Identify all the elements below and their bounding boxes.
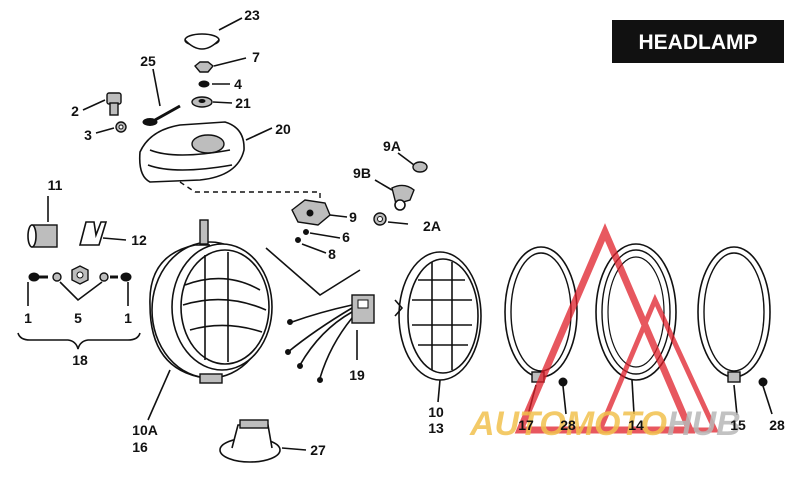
callout-11: 11 xyxy=(48,177,63,193)
watermark-logo xyxy=(514,223,719,434)
part-5-nut-set xyxy=(52,265,109,302)
callout-1-left: 1 xyxy=(24,310,32,326)
callout-21: 21 xyxy=(235,95,251,111)
bracket-18 xyxy=(17,332,141,350)
part-4-washer xyxy=(198,80,230,88)
callout-20: 20 xyxy=(275,121,291,137)
wiring-path-dashed xyxy=(179,181,321,202)
part-3-lockwasher xyxy=(95,121,127,134)
callout-13: 13 xyxy=(428,420,444,436)
part-27-switch xyxy=(219,419,307,463)
callout-14: 14 xyxy=(628,417,644,433)
callout-28-right: 28 xyxy=(769,417,785,433)
callout-25: 25 xyxy=(140,53,156,69)
callout-8: 8 xyxy=(328,246,336,262)
callout-10: 10 xyxy=(428,404,444,420)
callout-10a: 10A xyxy=(132,422,158,438)
callout-4: 4 xyxy=(234,76,242,92)
callout-27: 27 xyxy=(310,442,326,458)
watermark-text: AUTOMOTOHUB xyxy=(469,405,741,443)
callout-5: 5 xyxy=(74,310,82,326)
part-28-screw-right xyxy=(758,377,773,415)
callout-23: 23 xyxy=(244,7,260,23)
part-1-screw-left xyxy=(27,272,48,306)
part-2a-nut xyxy=(373,212,409,226)
callout-9b: 9B xyxy=(353,165,371,181)
callout-1-right: 1 xyxy=(124,310,132,326)
callout-18: 18 xyxy=(72,352,88,368)
part-15-ring xyxy=(697,246,771,416)
callout-2a: 2A xyxy=(423,218,441,234)
callout-12: 12 xyxy=(131,232,147,248)
part-1-screw-right xyxy=(110,272,132,306)
part-2-bolt xyxy=(82,92,122,116)
callout-3: 3 xyxy=(84,127,92,143)
part-9-bracket xyxy=(291,199,348,226)
part-7-nut xyxy=(194,57,247,73)
callout-19: 19 xyxy=(349,367,365,383)
callout-28-left: 28 xyxy=(560,417,576,433)
part-9a-clip xyxy=(397,152,428,173)
part-19-connector xyxy=(285,294,375,383)
callout-9: 9 xyxy=(349,209,357,225)
part-8-washer xyxy=(295,237,327,254)
callout-6: 6 xyxy=(342,229,350,245)
callout-7: 7 xyxy=(252,49,260,65)
part-6-screw xyxy=(303,229,341,239)
callout-2: 2 xyxy=(71,103,79,119)
part-25-screw-long xyxy=(142,68,181,126)
part-23-cap xyxy=(184,17,243,50)
wiring-path-solid xyxy=(265,247,361,296)
title-text: HEADLAMP xyxy=(639,31,758,54)
part-14-trim-rim xyxy=(595,243,677,415)
part-9b-socket xyxy=(374,179,415,211)
callout-9a: 9A xyxy=(383,138,401,154)
part-10a-housing xyxy=(147,219,273,421)
title-box: HEADLAMP xyxy=(612,20,784,63)
part-10-sealed-beam xyxy=(394,251,482,403)
part-20-nacelle xyxy=(138,121,273,183)
part-11-bushing xyxy=(27,196,58,248)
callout-16: 16 xyxy=(132,439,148,455)
part-21-grommet xyxy=(191,96,233,108)
part-12-clip xyxy=(78,221,127,246)
callout-17: 17 xyxy=(518,417,534,433)
callout-15: 15 xyxy=(730,417,746,433)
part-28-screw-left xyxy=(558,377,568,415)
